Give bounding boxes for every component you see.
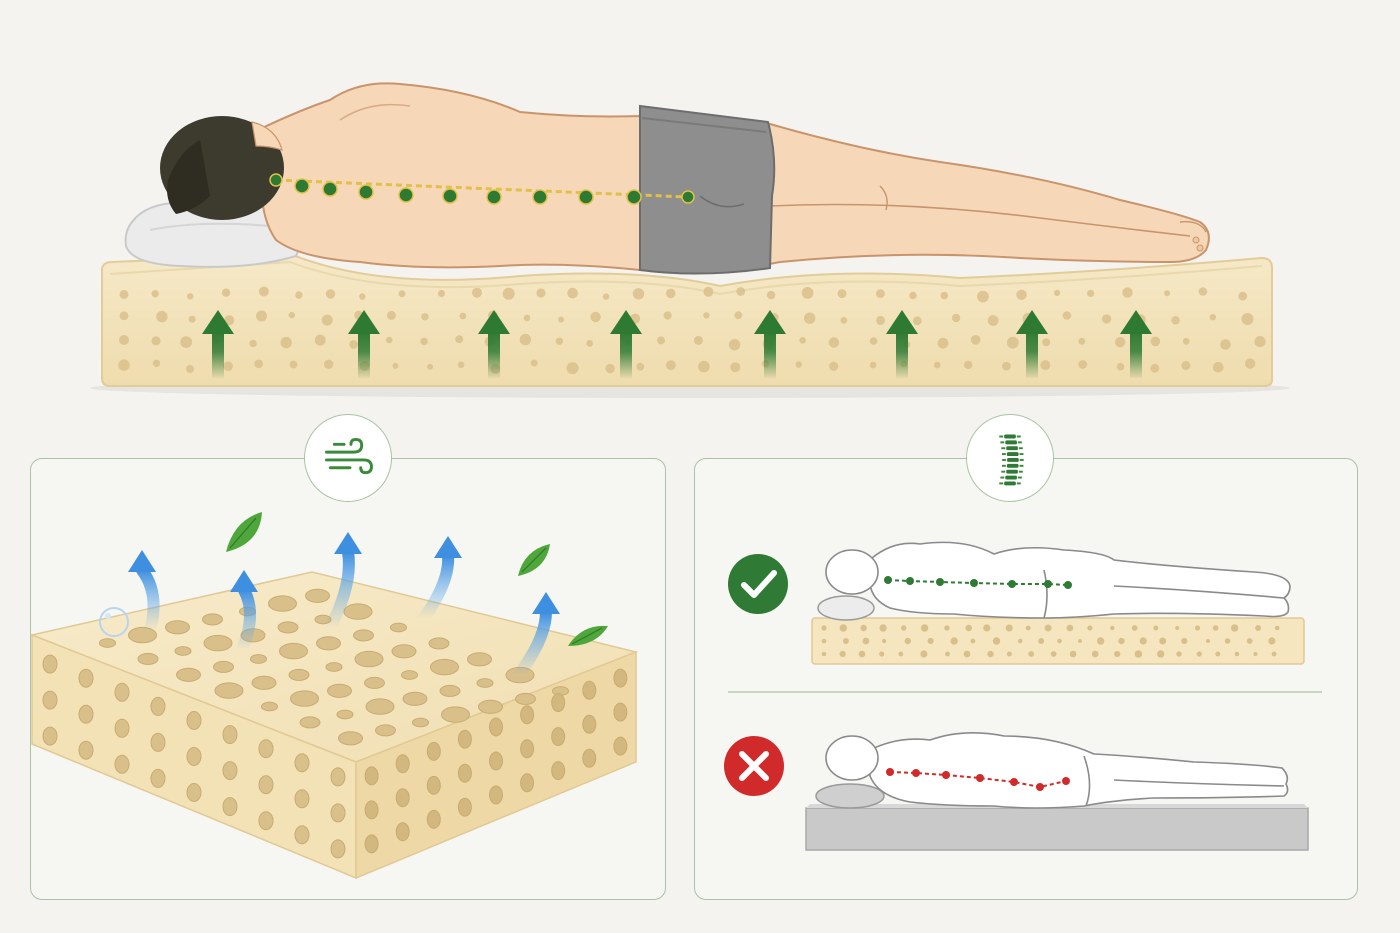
spine-dot — [976, 774, 984, 782]
support-arrow-icon — [610, 310, 642, 378]
airflow-badge — [304, 414, 392, 502]
support-arrow-icon — [348, 310, 380, 378]
support-arrow-icon — [754, 310, 786, 378]
spine-dot — [398, 187, 414, 203]
spine-dot — [884, 576, 892, 584]
spine-dot — [1044, 580, 1052, 588]
spine-dot — [442, 188, 458, 204]
hero-illustration — [90, 82, 1290, 398]
spine-comparison — [724, 541, 1322, 851]
latex-block-illustration — [30, 512, 639, 880]
spine-alignment-icon — [269, 173, 695, 205]
support-arrows — [202, 310, 1152, 378]
airflow-icon — [325, 437, 373, 475]
spine-dot — [1062, 777, 1070, 785]
bubble-icon — [99, 607, 129, 637]
bad-posture-figure — [825, 732, 1289, 809]
spine-dot — [322, 181, 338, 197]
leaf-icons — [226, 512, 608, 646]
spine-dot — [906, 577, 914, 585]
support-arrow-icon — [1016, 310, 1048, 378]
good-posture-figure — [825, 541, 1291, 619]
air-arrows — [128, 532, 560, 682]
latex-mattress — [101, 252, 1273, 387]
spine-dot — [1064, 581, 1072, 589]
spine-dot — [269, 173, 283, 187]
x-circle-icon — [724, 736, 784, 796]
spine-dot — [358, 184, 374, 200]
spine-badge — [966, 414, 1054, 502]
block-holes — [42, 588, 628, 859]
support-arrow-icon — [202, 310, 234, 378]
spine-straight-line — [884, 576, 1072, 589]
air-arrow-icon — [324, 532, 362, 634]
spine-dot — [1010, 778, 1018, 786]
spine-dot — [1008, 580, 1016, 588]
air-arrow-icon — [512, 592, 560, 682]
spine-icon — [999, 434, 1024, 486]
spine-dot — [532, 189, 548, 205]
air-arrow-icon — [230, 570, 258, 656]
spine-dot — [681, 190, 695, 204]
spine-dot — [578, 189, 594, 205]
check-circle-icon — [728, 554, 788, 614]
support-arrow-icon — [1120, 310, 1152, 378]
spine-dot — [294, 178, 310, 194]
spine-dot — [912, 769, 920, 777]
support-arrow-icon — [886, 310, 918, 378]
hard-mattress — [805, 807, 1309, 851]
spine-dot — [626, 189, 642, 205]
support-arrow-icon — [478, 310, 510, 378]
spine-dot — [970, 579, 978, 587]
spine-curved-line — [886, 768, 1070, 791]
shorts — [639, 104, 776, 275]
spine-dot — [936, 578, 944, 586]
air-arrow-icon — [418, 536, 462, 624]
spine-dot — [1036, 783, 1044, 791]
mattress-holes — [118, 286, 1266, 375]
spine-dot — [942, 771, 950, 779]
spine-dot — [886, 768, 894, 776]
spine-dot — [486, 189, 502, 205]
air-arrow-icon — [128, 550, 160, 636]
